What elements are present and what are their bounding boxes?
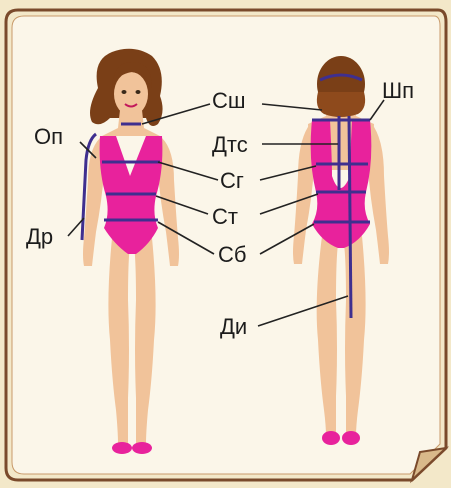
front-face — [114, 72, 148, 116]
label-back-waist-length: Дтс — [212, 134, 248, 156]
front-left-shoe — [112, 442, 132, 454]
front-right-shoe — [132, 442, 152, 454]
label-chest-girth: Сг — [220, 170, 244, 192]
label-hip-girth: Сб — [218, 244, 247, 266]
label-sleeve-length: Др — [26, 226, 53, 248]
label-waist-girth: Ст — [212, 206, 238, 228]
label-neck-girth: Сш — [212, 90, 246, 112]
label-shoulder-width: Шп — [382, 80, 414, 102]
back-length-line — [349, 116, 351, 318]
label-product-length: Ди — [220, 316, 247, 338]
back-left-shoe — [322, 431, 340, 445]
back-hair-curls — [317, 92, 365, 117]
front-right-eye — [136, 90, 141, 94]
front-left-eye — [122, 90, 127, 94]
back-right-shoe — [342, 431, 360, 445]
label-shoulder-girth: Оп — [34, 126, 63, 148]
